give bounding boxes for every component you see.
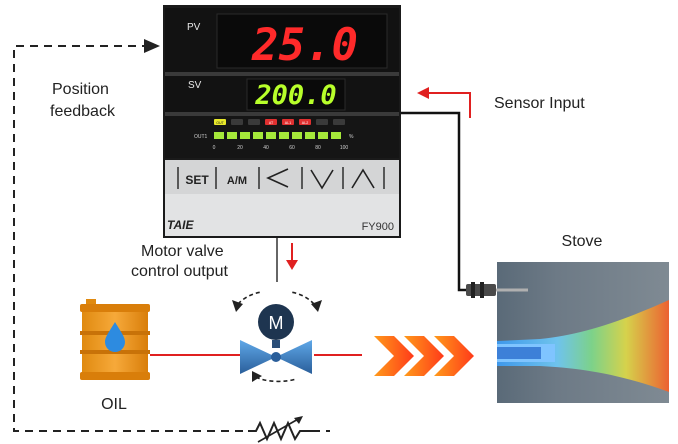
thermocouple-probe: [466, 282, 528, 298]
pv-value: 25.0: [251, 20, 358, 71]
indicator-lamp: [299, 119, 311, 125]
pv-label: PV: [187, 22, 201, 33]
oil-barrel: [80, 299, 150, 380]
potentiometer-icon: [248, 416, 312, 443]
feedback-arrow-icon: [144, 39, 160, 53]
out1-label: OUT1: [194, 134, 208, 140]
bargraph-scale: 0 20 40 60 80 100: [213, 145, 349, 151]
bargraph-scale-label: 80: [315, 145, 321, 151]
bargraph-scale-label: 40: [263, 145, 269, 151]
motor-icon: [258, 304, 294, 340]
status-indicators: OUT AT AL1 AL2: [214, 119, 345, 125]
bargraph-segment: [253, 132, 263, 139]
stove-label: Stove: [562, 233, 603, 250]
pv-display: [216, 13, 388, 69]
bargraph-segment: [292, 132, 302, 139]
output-bargraph: [214, 132, 341, 139]
motor-valve-label-2: control output: [131, 263, 229, 280]
bargraph-segment: [331, 132, 341, 139]
bargraph-segment: [214, 132, 224, 139]
sensor-input-signal: [401, 87, 471, 292]
sensor-input-label: Sensor Input: [494, 95, 585, 112]
oil-label: OIL: [101, 396, 127, 413]
indicator-lamp: [265, 119, 277, 125]
indicator-lamp: [282, 119, 294, 125]
brand-logo: TAIE: [167, 218, 194, 232]
bargraph-segment: [279, 132, 289, 139]
bargraph-segment: [240, 132, 250, 139]
motor-valve-label: Motor valve: [141, 243, 224, 260]
indicator-lamp: [333, 119, 345, 125]
up-key[interactable]: [351, 167, 385, 189]
position-feedback-label-2: feedback: [50, 103, 116, 120]
sv-value: 200.0: [254, 80, 336, 111]
motor-letter: M: [269, 313, 284, 333]
indicator-label: AL2: [302, 121, 308, 125]
chevron-down-icon: [310, 169, 334, 190]
bargraph-scale-label: 20: [237, 145, 243, 151]
position-feedback-label: Position: [52, 81, 109, 98]
chevron-up-icon: [351, 168, 375, 189]
indicator-lamp: [248, 119, 260, 125]
bargraph-segment: [266, 132, 276, 139]
bargraph-unit: %: [349, 134, 354, 140]
sensor-arrow-icon: [417, 87, 429, 99]
set-key-label: SET: [185, 173, 209, 187]
bargraph-segment: [318, 132, 328, 139]
flame-plume: [497, 300, 669, 392]
down-key[interactable]: [310, 167, 344, 190]
left-key[interactable]: [266, 167, 303, 189]
model-label: FY900: [362, 221, 394, 233]
indicator-lamp: [214, 119, 226, 125]
control-output-arrow-icon: [286, 243, 298, 270]
position-feedback-loop: [13, 39, 330, 432]
indicator-lamp: [231, 119, 243, 125]
flow-arrows-icon: [374, 336, 474, 376]
stove-chamber: [497, 262, 669, 403]
bargraph-segment: [227, 132, 237, 139]
sv-display: [246, 78, 346, 111]
motor-valve: M: [232, 291, 322, 383]
chevron-left-icon: [266, 168, 289, 188]
temperature-controller: PV 25.0 SV 200.0 OUT AT AL1 AL2 OUT1 0 20 40 6…: [163, 5, 401, 238]
indicator-label: AT: [269, 121, 274, 125]
indicator-label: AL1: [285, 121, 291, 125]
indicator-label: OUT: [216, 121, 224, 125]
sv-label: SV: [188, 80, 202, 91]
bargraph-scale-label: 60: [289, 145, 295, 151]
indicator-lamp: [316, 119, 328, 125]
auto-manual-key[interactable]: A/M: [227, 167, 260, 189]
oil-drop-icon: [105, 322, 125, 352]
bargraph-scale-label: 0: [213, 145, 216, 151]
auto-manual-key-label: A/M: [227, 175, 247, 187]
bargraph-scale-label: 100: [340, 145, 349, 151]
set-key[interactable]: SET: [177, 167, 217, 189]
bargraph-segment: [305, 132, 315, 139]
